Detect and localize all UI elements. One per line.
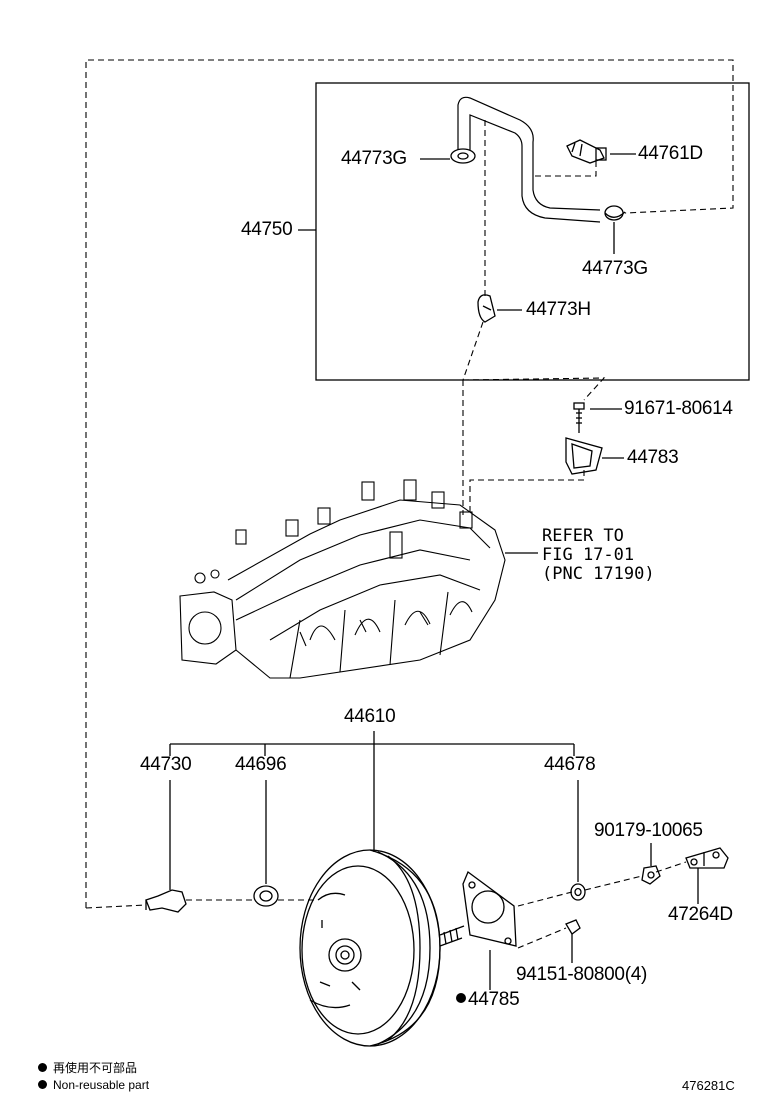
legend-line-jp: 再使用不可部品 [38,1061,137,1075]
figure-id: 476281C [682,1078,735,1093]
label-44696: 44696 [235,754,287,775]
legend-line-en: Non-reusable part [38,1078,149,1092]
brake-booster-44610 [299,849,465,1047]
label-44773H: 44773H [526,299,591,320]
label-94151-80800: 94151-80800(4) [516,964,648,985]
gasket-44785 [462,870,517,947]
clevis-47264D [685,847,729,869]
label-47264D: 47264D [668,904,733,925]
bullet-dot-icon [38,1063,47,1073]
label-44761D: 44761D [638,143,703,164]
clip-44773H [477,294,496,323]
label-44750: 44750 [241,219,293,240]
intake-manifold [179,479,506,679]
legend-text-jp: 再使用不可部品 [53,1061,138,1075]
refer-note-line2: FIG 17-01 [542,545,635,565]
refer-note-line3: (PNC 17190) [542,564,655,584]
non-reusable-dot-icon [456,992,466,1003]
grommet-44696 [253,885,279,907]
hose-assembly-box [315,82,750,381]
label-44610: 44610 [344,706,396,727]
legend-text-en: Non-reusable part [53,1078,150,1092]
label-91671-80614: 91671-80614 [624,398,733,419]
washer-44678 [570,883,586,901]
label-44785: 44785 [456,989,520,1010]
refer-note-line1: REFER TO [542,526,624,546]
check-valve-44730 [145,889,187,913]
label-44783: 44783 [627,447,679,468]
label-44773G-upper: 44773G [341,148,407,169]
nut-94151-80800 [565,919,581,935]
bullet-dot-icon [38,1080,47,1090]
label-44773G-lower: 44773G [582,258,648,279]
vacuum-hose [457,96,601,223]
nut-90179-10065 [641,865,661,885]
dashed-line-main [85,59,734,908]
label-44785-text: 44785 [468,989,520,1010]
hose-clamp-44773G-upper [450,148,476,164]
bolt-91671-80614 [573,402,585,433]
check-valve-44761D [566,139,607,164]
label-44678: 44678 [544,754,596,775]
label-44730: 44730 [140,754,192,775]
label-90179-10065: 90179-10065 [594,820,703,841]
